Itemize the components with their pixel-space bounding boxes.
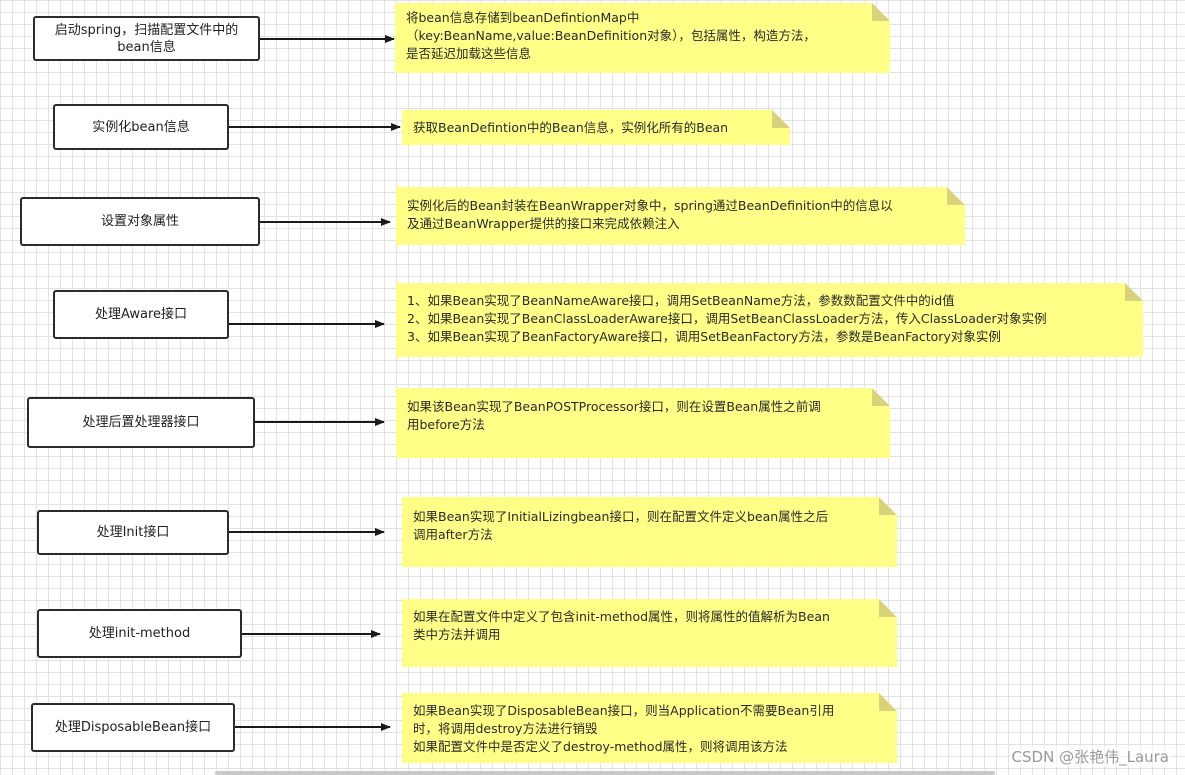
note-line: 如果Bean实现了DisposableBean接口，则当Application不… [413, 703, 835, 718]
note-4: 1、如果Bean实现了BeanNameAware接口，调用SetBeanName… [396, 283, 1143, 357]
note-line: 如果在配置文件中定义了包含init-method属性，则将属性的值解析为Bean [413, 609, 830, 624]
note-line: 时，将调用destroy方法进行销毁 [413, 721, 598, 736]
horizontal-scrollbar[interactable] [215, 771, 995, 775]
note-line: 类中方法并调用 [413, 627, 501, 642]
step-label: 实例化bean信息 [92, 119, 190, 135]
step-box-init-method: 处理init-method [37, 609, 242, 658]
note-line: 如果Bean实现了InitialLizingbean接口，则在配置文件定义bea… [413, 509, 829, 524]
note-line: 用before方法 [407, 417, 485, 432]
step-label: 处理Init接口 [96, 525, 170, 540]
note-line: 2、如果Bean实现了BeanClassLoaderAware接口，调用SetB… [407, 311, 1047, 326]
step-label: 启动spring，扫描配置文件中的bean信息 [54, 22, 239, 55]
step-box-aware-interface: 处理Aware接口 [53, 290, 229, 339]
step-box-init-interface: 处理Init接口 [37, 510, 229, 555]
note-2: 获取BeanDefintion中的Bean信息，实例化所有的Bean [402, 110, 790, 145]
note-5: 如果该Bean实现了BeanPOSTProcessor接口，则在设置Bean属性… [396, 388, 890, 458]
note-line: （key:BeanName,value:BeanDefinition对象），包括… [406, 28, 816, 43]
note-line: 如果配置文件中是否定义了destroy-method属性，则将调用该方法 [413, 739, 788, 754]
note-line: 调用after方法 [413, 527, 493, 542]
step-box-post-processor: 处理后置处理器接口 [27, 397, 255, 448]
note-line: 将bean信息存储到beanDefintionMap中 [406, 10, 640, 25]
note-line: 获取BeanDefintion中的Bean信息，实例化所有的Bean [413, 120, 729, 135]
step-box-start-spring: 启动spring，扫描配置文件中的bean信息 [33, 16, 260, 61]
note-line: 如果该Bean实现了BeanPOSTProcessor接口，则在设置Bean属性… [407, 399, 821, 414]
step-label: 设置对象属性 [100, 214, 179, 229]
csdn-watermark: CSDN @张艳伟_Laura [1009, 746, 1171, 767]
step-label: 处理后置处理器接口 [82, 415, 200, 430]
note-7: 如果在配置文件中定义了包含init-method属性，则将属性的值解析为Bean… [402, 599, 897, 667]
step-box-instantiate-bean: 实例化bean信息 [53, 104, 229, 150]
note-8: 如果Bean实现了DisposableBean接口，则当Application不… [402, 693, 897, 763]
note-6: 如果Bean实现了InitialLizingbean接口，则在配置文件定义bea… [402, 497, 897, 567]
note-line: 3、如果Bean实现了BeanFactoryAware接口，调用SetBeanF… [407, 329, 1001, 344]
step-box-set-properties: 设置对象属性 [20, 197, 260, 246]
note-3: 实例化后的Bean封装在BeanWrapper对象中，spring通过BeanD… [396, 187, 965, 245]
step-label: 处理DisposableBean接口 [54, 720, 212, 735]
step-box-disposable-bean: 处理DisposableBean接口 [31, 703, 235, 752]
step-label: 处理init-method [88, 626, 191, 641]
note-line: 是否延迟加载这些信息 [406, 46, 532, 61]
step-label: 处理Aware接口 [94, 307, 188, 322]
note-1: 将bean信息存储到beanDefintionMap中 （key:BeanNam… [395, 3, 890, 73]
note-line: 及通过BeanWrapper提供的接口来完成依赖注入 [407, 216, 680, 231]
note-line: 1、如果Bean实现了BeanNameAware接口，调用SetBeanName… [407, 293, 955, 308]
note-line: 实例化后的Bean封装在BeanWrapper对象中，spring通过BeanD… [407, 198, 893, 213]
